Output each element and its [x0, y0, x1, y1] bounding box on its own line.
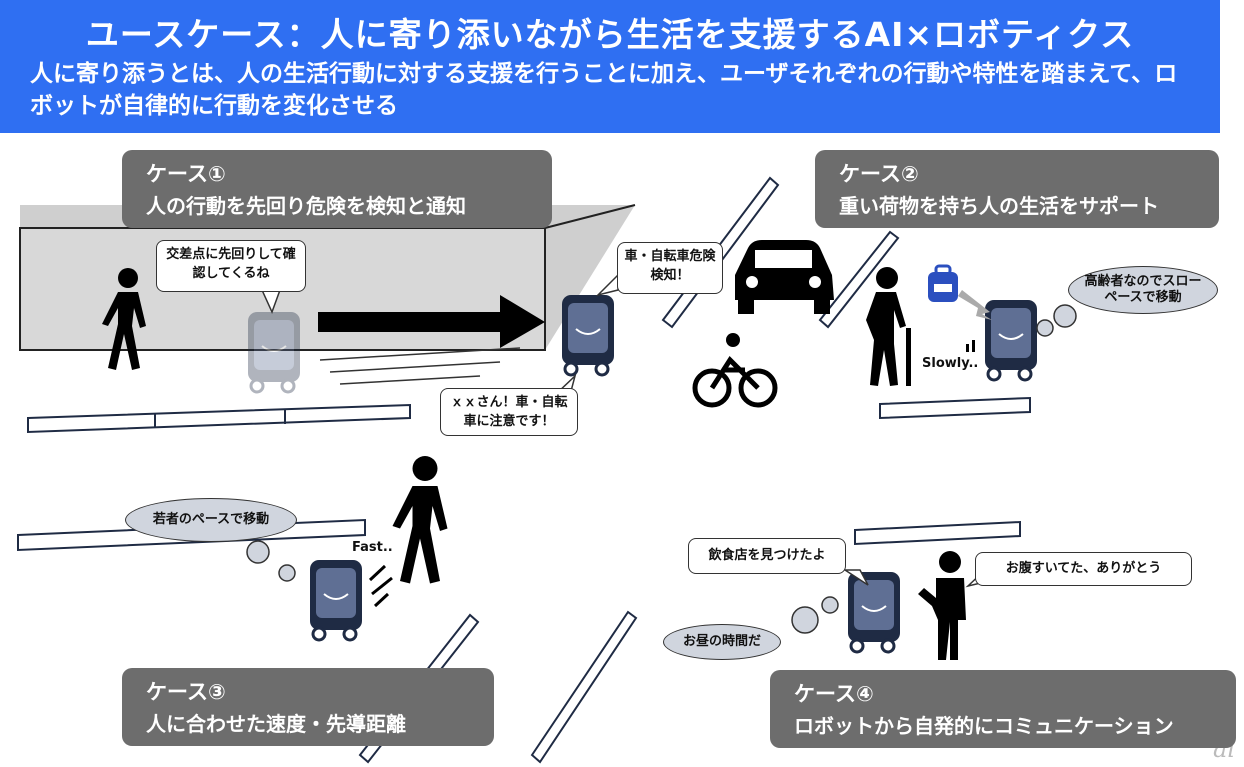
robot-ghost-icon	[246, 310, 302, 394]
thought-bubble-elderly: 高齢者なのでスローペースで移動	[1068, 266, 1218, 314]
page-subtitle: 人に寄り添うとは、人の生活行動に対する支援を行うことに加え、ユーザそれぞれの行動…	[30, 61, 1178, 119]
car-icon	[735, 240, 834, 314]
slow-marks	[966, 340, 975, 352]
case-2-box: ケース② 重い荷物を持ち人の生活をサポート	[815, 150, 1219, 228]
robot-icon	[308, 558, 364, 642]
speech-bubble-warn: ｘｘさん！車・自転車に注意です！	[440, 388, 578, 436]
case-1-number: ケース①	[146, 162, 226, 186]
case-3-description: 人に合わせた速度・先導距離	[146, 712, 406, 736]
robot-icon	[983, 298, 1039, 382]
slowly-label: Slowly..	[922, 356, 979, 371]
standing-person-icon	[918, 551, 966, 660]
thought-dots	[246, 304, 1077, 634]
speech-bubble-thanks: お腹すいてた、ありがとう	[975, 552, 1192, 586]
case-3-number: ケース③	[146, 680, 226, 704]
case-3-box: ケース③ 人に合わせた速度・先導距離	[122, 668, 494, 746]
move-arrow	[318, 295, 545, 385]
header-banner: ユースケース：人に寄り添いながら生活を支援するAI×ロボティクス 人に寄り添うと…	[0, 0, 1220, 133]
bicycle-icon	[692, 333, 778, 408]
fast-label: Fast..	[352, 540, 393, 555]
speed-lines	[368, 564, 393, 608]
backpack-icon	[928, 264, 958, 302]
robot-icon	[846, 570, 902, 654]
case-2-description: 重い荷物を持ち人の生活をサポート	[839, 194, 1159, 218]
case-4-description: ロボットから自発的にコミュニケーション	[794, 714, 1174, 738]
thought-bubble-young: 若者のペースで移動	[125, 498, 297, 542]
speech-bubble-restaurant: 飲食店を見つけたよ	[688, 538, 846, 574]
case-1-box: ケース① 人の行動を先回り危険を検知と通知	[122, 150, 552, 228]
case-4-number: ケース④	[794, 682, 874, 706]
case-2-number: ケース②	[839, 162, 919, 186]
case-4-box: ケース④ ロボットから自発的にコミュニケーション	[770, 670, 1236, 748]
robot-icon	[560, 293, 616, 377]
walking-person-fast-icon	[392, 456, 448, 584]
speech-bubble-detect: 車・自転車危険検知！	[617, 242, 723, 294]
thought-bubble-lunch: お昼の時間だ	[663, 624, 781, 660]
handover-arrow	[958, 290, 992, 320]
page-title: ユースケース：人に寄り添いながら生活を支援するAI×ロボティクス	[85, 15, 1135, 54]
speech-bubble-lookahead: 交差点に先回りして確認してくるね	[156, 240, 306, 292]
elderly-person-icon	[866, 267, 911, 386]
case-1-description: 人の行動を先回り危険を検知と通知	[146, 194, 466, 218]
